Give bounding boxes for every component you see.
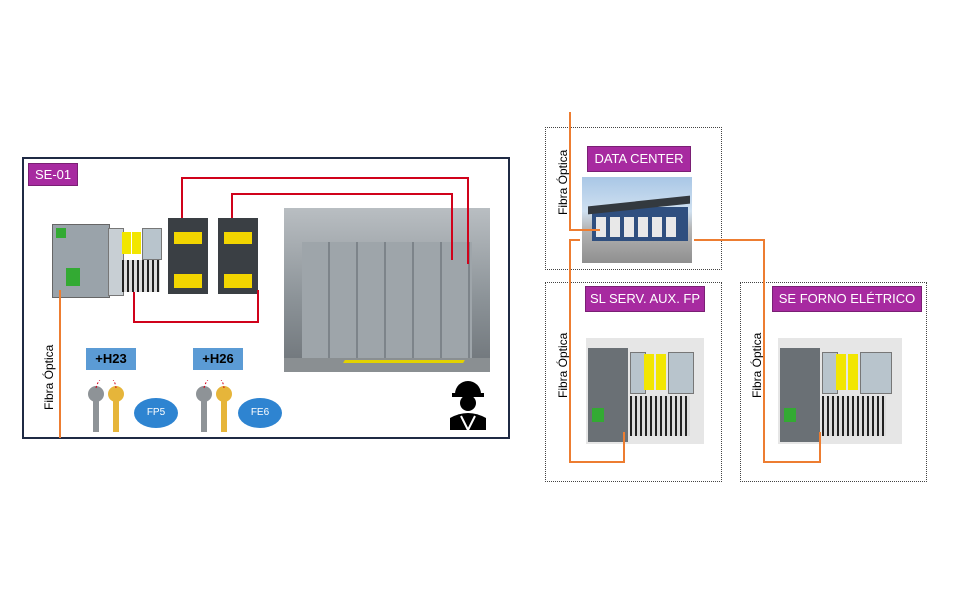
safety-relay-icon: [218, 218, 258, 294]
plc-rack-icon: [778, 338, 902, 444]
plc-rack-icon: [586, 338, 704, 444]
key-oval: FE6: [238, 398, 282, 428]
key-icon: [86, 380, 130, 436]
key-group-label: +H26: [193, 348, 243, 370]
plc-rack-icon: [52, 224, 162, 298]
switchgear-photo: [284, 208, 490, 372]
site-box-sl-serv: [545, 282, 722, 482]
worker-icon: [447, 378, 489, 430]
fiber-line: [694, 239, 821, 463]
red-wire: [181, 177, 469, 264]
key-group-label: +H23: [86, 348, 136, 370]
key-icon: [194, 380, 238, 436]
safety-relay-icon: [168, 218, 208, 294]
building-photo: [582, 177, 692, 263]
red-wire: [133, 290, 259, 323]
se01-tag: SE-01: [28, 163, 79, 186]
red-wire: [231, 193, 453, 260]
key-oval: FP5: [134, 398, 178, 428]
site-box-se-forno: [740, 282, 927, 482]
se01-panel: [22, 157, 510, 439]
site-title: DATA CENTER: [587, 146, 691, 172]
site-title: SL SERV. AUX. FP: [585, 286, 705, 312]
fiber-line: [569, 239, 625, 463]
fiber-line: [569, 112, 600, 231]
site-title: SE FORNO ELÉTRICO: [772, 286, 922, 312]
site-box-datacenter: [545, 127, 722, 270]
